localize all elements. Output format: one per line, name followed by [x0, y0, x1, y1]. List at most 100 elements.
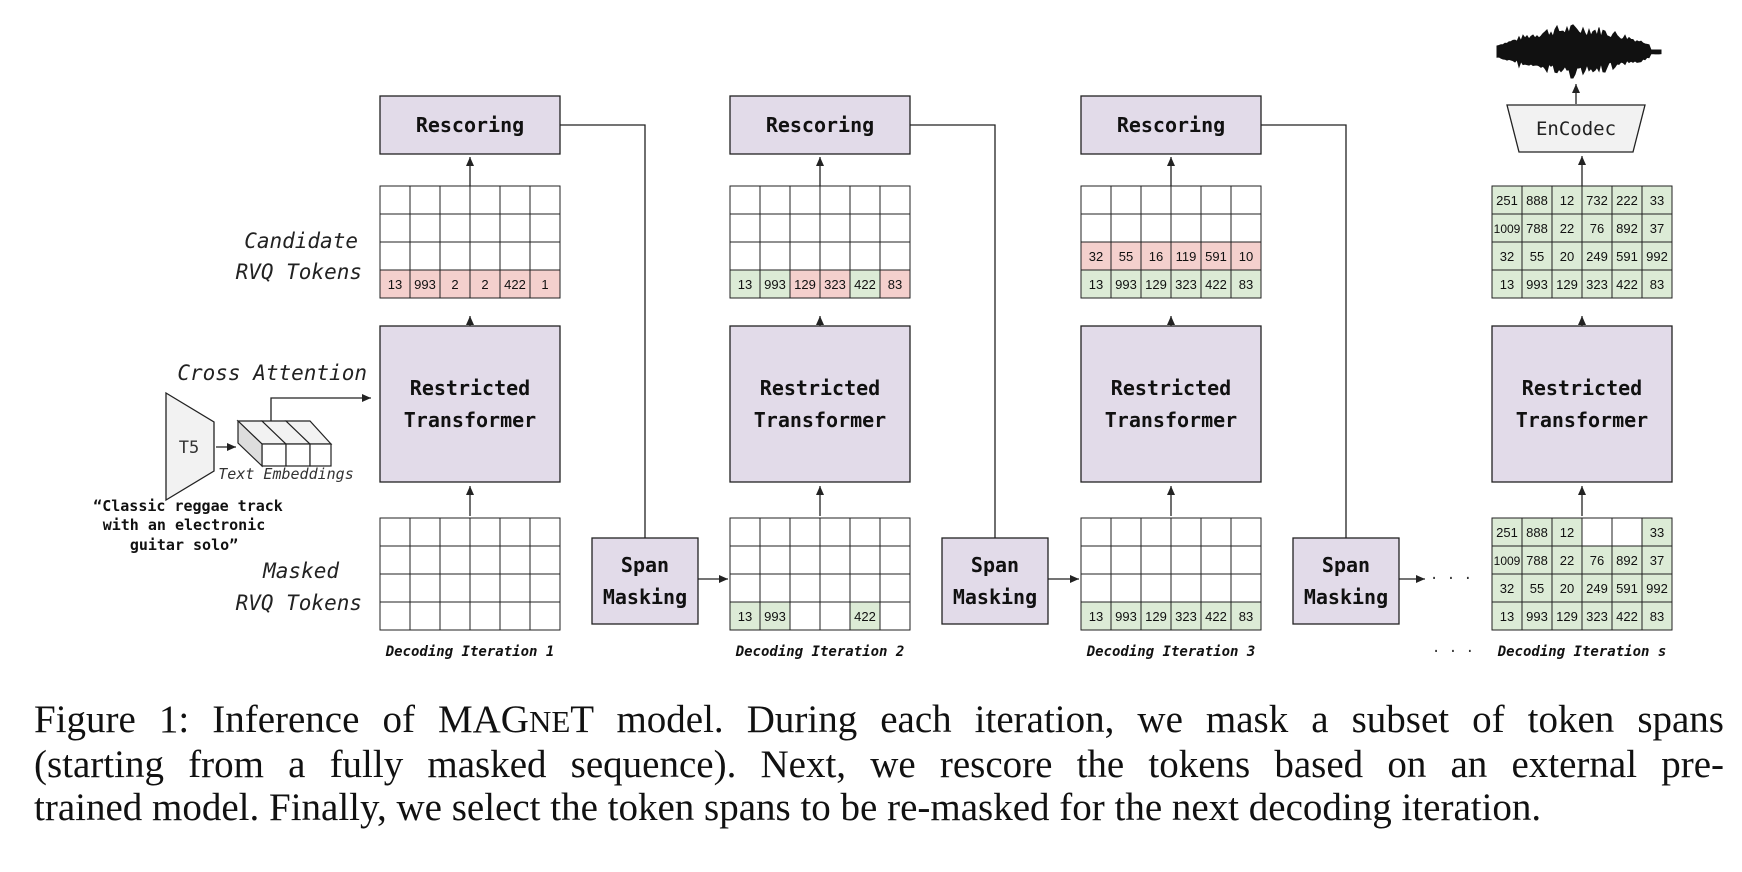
masked-token-grid-token-value: 55 [1530, 581, 1544, 596]
masked-token-grid-cell [529, 545, 561, 575]
masked-token-grid-cell [1110, 601, 1142, 631]
masked-token-grid-token-value: 422 [1205, 609, 1227, 624]
masked-token-grid-token-value: 323 [1175, 609, 1197, 624]
candidate-token-grid-cell [1521, 241, 1553, 271]
masked-token-grid-token-value: 20 [1560, 581, 1574, 596]
candidate-token-grid-cell [439, 185, 471, 215]
restricted-transformer-block [1491, 325, 1673, 483]
restricted-transformer-block [379, 325, 561, 483]
candidate-token-grid-token-value: 422 [504, 277, 526, 292]
masked-token-grid-cell [1641, 601, 1673, 631]
candidate-token-grid-cell [819, 241, 851, 271]
masked-token-grid-cell [1200, 573, 1232, 603]
candidate-token-grid-cell [879, 241, 911, 271]
masked-token-grid-cell [439, 601, 471, 631]
candidate-token-grid-token-value: 892 [1616, 221, 1638, 236]
cross-attention-arrow [270, 394, 371, 421]
masked-token-grid-cell [439, 573, 471, 603]
masked-token-grid-cell [499, 517, 531, 547]
masked-token-grid-cell [529, 601, 561, 631]
candidate-token-grid-cell [529, 213, 561, 243]
caption-line-2: (starting from a fully masked sequence).… [34, 743, 1724, 786]
masked-label-line2: RVQ Tokens [236, 591, 362, 615]
masked-token-grid-token-value: 422 [854, 609, 876, 624]
candidate-token-grid-token-value: 788 [1526, 221, 1548, 236]
text-embeddings-label: Text Embeddings [218, 465, 353, 483]
masked-token-grid-cell [439, 545, 471, 575]
candidate-token-grid-token-value: 83 [1239, 277, 1253, 292]
span-masking-block-label: Span [621, 553, 669, 577]
candidate-token-grid-cell [1491, 241, 1523, 271]
candidate-token-grid-token-value: 55 [1119, 249, 1133, 264]
masked-token-grid-cell [499, 573, 531, 603]
candidate-token-grid-token-value: 32 [1500, 249, 1514, 264]
candidate-token-grid-cell [1641, 213, 1673, 243]
candidate-token-grid-cell [1080, 213, 1112, 243]
masked-token-grid-token-value: 591 [1616, 581, 1638, 596]
masked-token-grid-token-value: 13 [1500, 609, 1514, 624]
candidate-token-grid-cell [1551, 213, 1583, 243]
candidate-token-grid-cell [1080, 185, 1112, 215]
masked-token-grid-token-value: 37 [1650, 553, 1664, 568]
candidate-token-grid-token-value: 10 [1239, 249, 1253, 264]
candidate-token-grid-token-value: 2 [481, 277, 488, 292]
masked-token-grid-cell [1140, 573, 1172, 603]
masked-token-grid-cell [819, 517, 851, 547]
span-masking-block-label: Masking [603, 585, 687, 609]
ellipsis-marker: · · · [1432, 644, 1474, 660]
candidate-token-grid-token-value: 16 [1149, 249, 1163, 264]
candidate-token-grid-cell [849, 185, 881, 215]
masked-token-grid-cell [409, 545, 441, 575]
iteration-ellipsis-markers: · · ·· · · [1430, 571, 1474, 660]
masked-token-grid-cell [1551, 545, 1583, 575]
masked-token-grid-cell [1521, 545, 1553, 575]
candidate-token-grid-cell [529, 185, 561, 215]
candidate-token-grid-cell [1551, 269, 1583, 299]
masked-token-grid-cell [1080, 573, 1112, 603]
candidate-token-grid-token-value: 993 [1115, 277, 1137, 292]
candidate-token-grid-token-value: 591 [1616, 249, 1638, 264]
candidate-token-grid-cell [1491, 213, 1523, 243]
candidate-token-grid-token-value: 83 [1650, 277, 1664, 292]
masked-token-grid-cell [1080, 517, 1112, 547]
candidate-token-grid-token-value: 323 [1175, 277, 1197, 292]
masked-token-grid-cell [849, 517, 881, 547]
candidate-token-grid-cell [529, 241, 561, 271]
masked-token-grid-cell [879, 517, 911, 547]
candidate-token-grid-cell [849, 241, 881, 271]
restricted-transformer-block-label: Transformer [404, 408, 536, 432]
candidate-token-grid-token-value: 251 [1496, 193, 1518, 208]
candidate-token-grid-token-value: 13 [1500, 277, 1514, 292]
candidate-token-grid-token-value: 2 [451, 277, 458, 292]
masked-token-grid-token-value: 992 [1646, 581, 1668, 596]
candidate-token-grid-cell [1491, 185, 1523, 215]
masked-token-grid-token-value: 13 [1089, 609, 1103, 624]
candidate-token-grid-cell [789, 213, 821, 243]
text-embeddings-block [236, 419, 333, 468]
masked-token-grid-token-value: 83 [1650, 609, 1664, 624]
candidate-token-grid-cell [789, 185, 821, 215]
caption-line-3: trained model. Finally, we select the to… [34, 786, 1542, 829]
candidate-token-grid-token-value: 129 [794, 277, 816, 292]
encodec-trapezoid [1506, 104, 1646, 153]
candidate-token-grid-cell [1140, 269, 1172, 299]
candidate-token-grid-cell [759, 269, 791, 299]
candidate-token-grid-cell [1200, 213, 1232, 243]
candidate-token-grid-cell [1581, 213, 1613, 243]
candidate-token-grid-token-value: 22 [1560, 221, 1574, 236]
span-masking-block-label: Masking [1304, 585, 1388, 609]
candidate-token-grid-cell [409, 185, 441, 215]
candidate-token-grid-cell [1110, 185, 1142, 215]
masked-token-grid-cell [759, 601, 791, 631]
restricted-transformer-block-label: Restricted [1522, 376, 1642, 400]
masked-token-grid-token-value: 22 [1560, 553, 1574, 568]
candidate-token-grid-cell [1200, 269, 1232, 299]
candidate-token-grid-cell [409, 213, 441, 243]
masked-token-grid-cell [849, 573, 881, 603]
candidate-token-grid-token-value: 119 [1176, 249, 1197, 264]
candidate-token-grid-cell [729, 241, 761, 271]
